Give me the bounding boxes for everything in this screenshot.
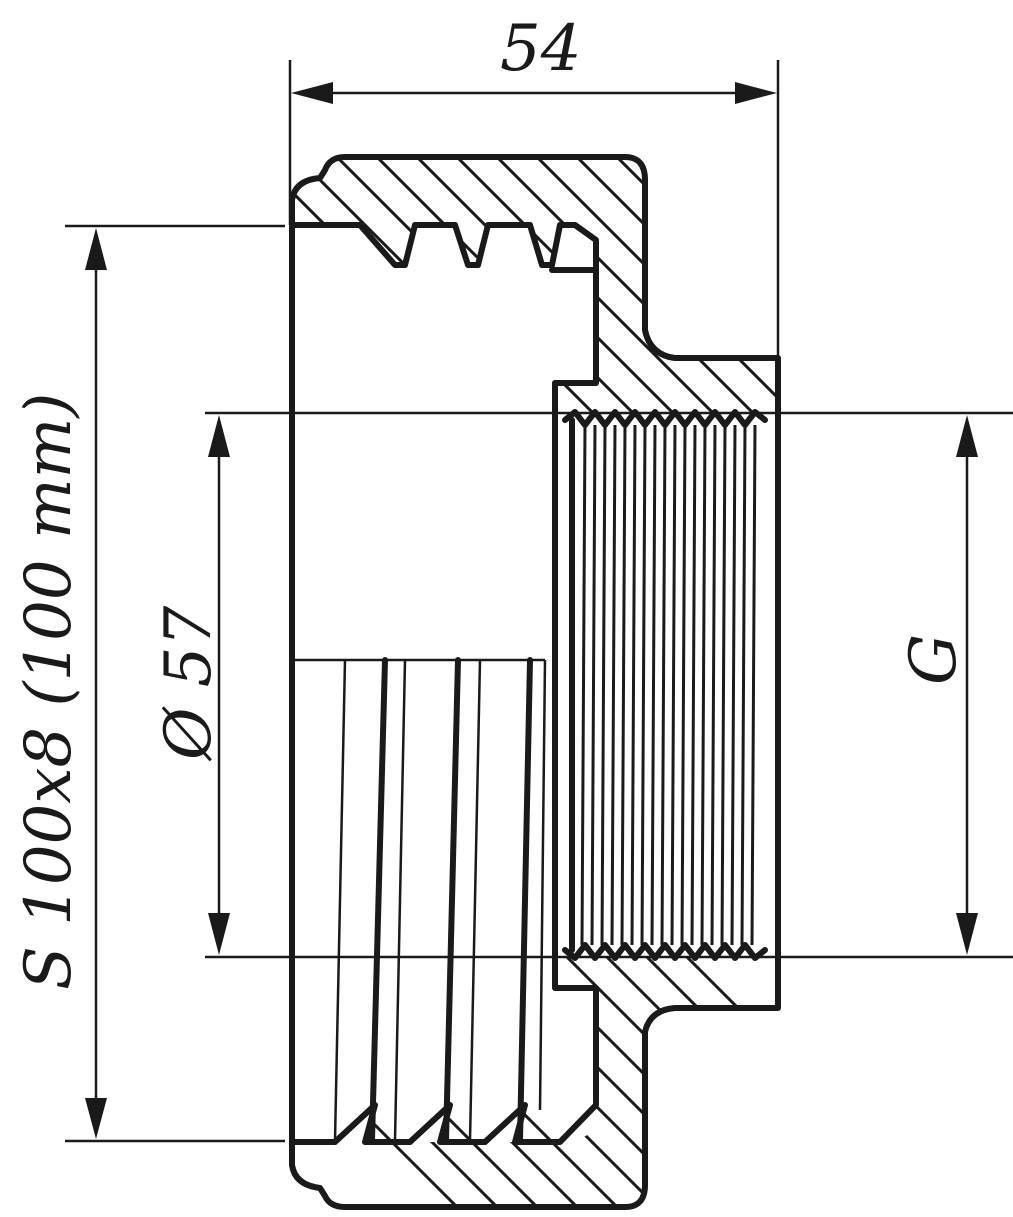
dimension-label-54: 54 [500, 12, 581, 86]
section-hatch-top [292, 157, 778, 412]
inner-thread-lines [562, 409, 768, 961]
dimension-outer-thread: S 100x8 (100 mm) [12, 228, 107, 1139]
dimension-bore-diameter: Ø 57 [152, 415, 230, 955]
part-outline [289, 154, 781, 1210]
dimension-label-outer-thread: S 100x8 (100 mm) [12, 393, 86, 990]
dimension-inner-thread: G [897, 415, 978, 955]
dimension-label-bore: Ø 57 [152, 605, 226, 762]
extension-lines [65, 60, 1013, 1143]
dimension-overall-length: 54 [291, 12, 777, 104]
dimension-label-g: G [897, 634, 971, 685]
outer-thread-curves [333, 657, 547, 1143]
